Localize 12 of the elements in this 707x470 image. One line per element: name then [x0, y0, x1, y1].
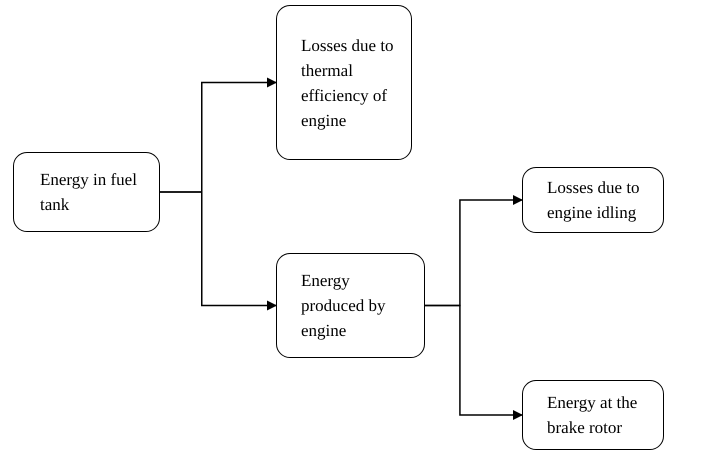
arrow: [160, 191, 277, 310]
node-label: Losses due to thermal efficiency of engine: [301, 34, 395, 132]
arrow: [425, 304, 523, 420]
process-box: [522, 167, 664, 233]
process-box: [276, 253, 425, 358]
node-label: Energy produced by engine: [301, 270, 387, 342]
process-box: [13, 152, 160, 232]
node-label: Energy in fuel tank: [40, 169, 138, 216]
process-box: [276, 5, 412, 160]
node-label: Energy at the brake rotor: [547, 392, 638, 439]
process-box: [522, 380, 664, 450]
node-label: Losses due to engine idling: [547, 177, 641, 224]
